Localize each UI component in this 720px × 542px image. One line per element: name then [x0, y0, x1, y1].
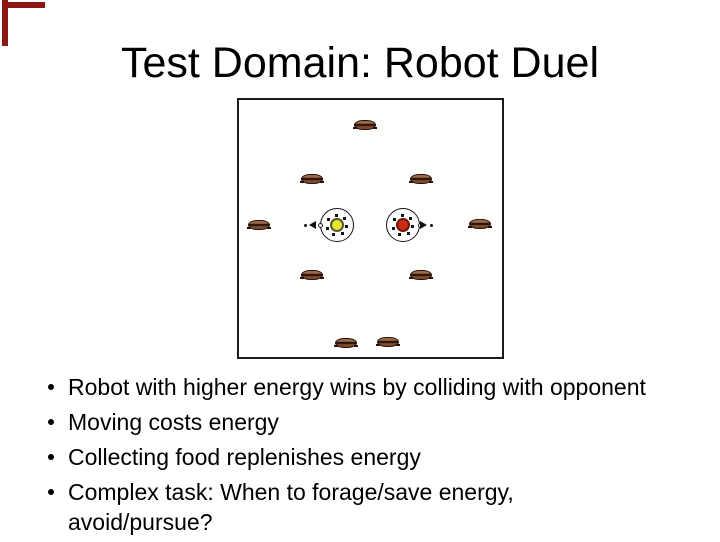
bullet-dot-icon — [48, 419, 54, 425]
sensor-dot — [342, 216, 346, 220]
arena-image — [237, 98, 504, 359]
corner-mark-horizontal — [2, 2, 45, 8]
food-item — [300, 270, 324, 280]
sensor-dot — [408, 216, 412, 220]
food-item — [353, 120, 377, 130]
sensor-dot — [406, 232, 410, 236]
robot-body — [396, 218, 410, 232]
bullet-dot-icon — [48, 489, 54, 495]
food-item — [468, 219, 492, 229]
bullet-item: Complex task: When to forage/save energy… — [40, 477, 690, 537]
robot-body — [330, 218, 344, 232]
food-item — [409, 270, 433, 280]
food-item — [247, 220, 271, 230]
food-item — [334, 338, 358, 348]
heading-dot-icon — [304, 223, 307, 227]
bullet-item: Robot with higher energy wins by collidi… — [40, 372, 690, 402]
bullet-item: Moving costs energy — [40, 407, 690, 437]
bullet-text: Moving costs energy — [68, 409, 279, 435]
sensor-dot — [340, 232, 344, 236]
sensor-dot — [393, 217, 397, 221]
bullet-dot-icon — [48, 454, 54, 460]
bullet-item: Collecting food replenishes energy — [40, 442, 690, 472]
food-item — [409, 174, 433, 184]
heading-dot-icon — [430, 223, 433, 227]
bullet-dot-icon — [48, 384, 54, 390]
slide-title: Test Domain: Robot Duel — [121, 39, 599, 87]
sensor-dot — [334, 213, 338, 217]
heading-arrow-icon — [420, 221, 427, 229]
sensor-dot — [391, 226, 395, 230]
sensor-dot — [325, 226, 329, 230]
sensor-dot — [327, 217, 331, 221]
red-robot — [386, 208, 423, 242]
bullet-text: Complex task: When to forage/save energy… — [68, 479, 514, 535]
bullet-list: Robot with higher energy wins by collidi… — [40, 372, 690, 542]
sensor-dot — [411, 224, 415, 228]
sensor-dot — [331, 232, 335, 236]
corner-mark-vertical — [2, 0, 8, 46]
ring-marker-icon — [317, 222, 323, 228]
sensor-dot — [400, 213, 404, 217]
food-item — [300, 174, 324, 184]
bullet-text: Robot with higher energy wins by collidi… — [68, 374, 646, 400]
sensor-dot — [345, 224, 349, 228]
sensor-dot — [397, 232, 401, 236]
heading-arrow-icon — [309, 221, 316, 229]
bullet-text: Collecting food replenishes energy — [68, 444, 421, 470]
food-item — [376, 337, 400, 347]
yellow-robot — [317, 208, 354, 242]
